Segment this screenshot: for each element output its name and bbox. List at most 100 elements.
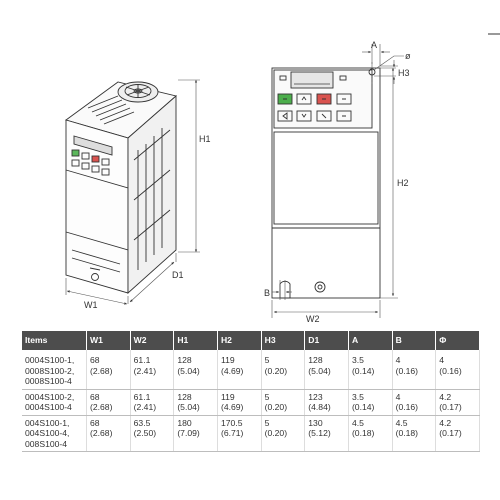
header-h2: H2 bbox=[217, 331, 262, 350]
value-mm: 180 bbox=[177, 417, 192, 428]
value-cell: 4.2(0.17) bbox=[435, 389, 480, 416]
value-cell: 5(0.20) bbox=[261, 389, 306, 416]
value-inch: (5.12) bbox=[308, 428, 331, 438]
value-inch: (0.16) bbox=[395, 365, 419, 376]
value-inch: (2.68) bbox=[90, 428, 113, 438]
value-cell: 3.5(0.14) bbox=[348, 350, 393, 390]
value-mm: 4.2 bbox=[439, 391, 452, 402]
value-cell: 61.1(2.41) bbox=[130, 350, 175, 390]
value-mm: 61.1 bbox=[133, 391, 151, 402]
value-cell: 68(2.68) bbox=[86, 389, 131, 416]
value-inch: (0.14) bbox=[351, 402, 375, 412]
table-row: 0004S100-2, 0004S100-4 68(2.68) 61.1(2.4… bbox=[22, 389, 480, 416]
value-cell: 180(7.09) bbox=[173, 415, 218, 452]
value-inch: (4.84) bbox=[308, 402, 331, 412]
value-inch: (0.16) bbox=[395, 402, 419, 412]
value-mm: 119 bbox=[220, 355, 235, 365]
inverter-front-view bbox=[271, 67, 381, 299]
value-inch: (0.20) bbox=[264, 402, 288, 412]
value-cell: 123(4.84) bbox=[304, 389, 349, 416]
value-mm: 4.5 bbox=[395, 417, 408, 428]
value-inch: (6.71) bbox=[220, 428, 244, 438]
item-model: 0008S100-4 bbox=[25, 376, 72, 386]
value-cell: 128(5.04) bbox=[304, 350, 349, 390]
value-inch: (2.41) bbox=[133, 365, 157, 376]
dim-label-w1: W1 bbox=[84, 300, 98, 310]
value-mm: 5 bbox=[264, 355, 270, 365]
value-inch: (2.41) bbox=[133, 402, 157, 412]
value-cell: 61.1(2.41) bbox=[130, 389, 175, 416]
items-cell: 004S100-1, 004S100-4, 008S100-4 bbox=[22, 415, 87, 452]
header-h1: H1 bbox=[173, 331, 218, 350]
value-inch: (0.18) bbox=[395, 428, 419, 438]
value-mm: 128 bbox=[177, 391, 192, 402]
header-w1: W1 bbox=[86, 331, 131, 350]
value-cell: 68(2.68) bbox=[86, 415, 131, 452]
value-mm: 130 bbox=[308, 417, 323, 428]
item-model: 004S100-4, bbox=[25, 428, 70, 438]
value-cell: 4(0.16) bbox=[392, 350, 437, 390]
value-inch: (0.18) bbox=[351, 428, 375, 438]
table-row: 0004S100-1, 0008S100-2, 0008S100-4 68(2.… bbox=[22, 350, 480, 390]
value-mm: 128 bbox=[308, 355, 323, 365]
value-inch: (2.68) bbox=[90, 365, 113, 376]
value-mm: 3.5 bbox=[351, 391, 364, 402]
header-a: A bbox=[348, 331, 393, 350]
value-inch: (5.04) bbox=[177, 365, 200, 376]
header-w2: W2 bbox=[130, 331, 175, 350]
value-mm: 68 bbox=[90, 355, 100, 365]
inverter-isometric-view bbox=[64, 81, 177, 295]
value-cell: 128(5.04) bbox=[173, 389, 218, 416]
items-cell: 0004S100-1, 0008S100-2, 0008S100-4 bbox=[22, 350, 87, 390]
value-mm: 4 bbox=[439, 355, 445, 365]
dimension-table: Items W1 W2 H1 H2 H3 D1 A B Φ 0004S100-1… bbox=[22, 331, 480, 452]
value-mm: 4.5 bbox=[351, 417, 364, 428]
value-cell: 3.5(0.14) bbox=[348, 389, 393, 416]
dim-label-h2: H2 bbox=[397, 178, 409, 188]
value-inch: (2.50) bbox=[133, 428, 157, 438]
front-dimensions bbox=[271, 44, 404, 318]
dim-label-b: B bbox=[264, 288, 270, 298]
value-mm: 4 bbox=[395, 355, 401, 365]
dim-label-h1: H1 bbox=[199, 134, 211, 144]
value-cell: 119(4.69) bbox=[217, 389, 262, 416]
value-inch: (0.16) bbox=[439, 365, 462, 376]
value-cell: 119(4.69) bbox=[217, 350, 262, 390]
value-cell: 4.2(0.17) bbox=[435, 415, 480, 452]
value-cell: 4(0.16) bbox=[392, 389, 437, 416]
value-cell: 63.5(2.50) bbox=[130, 415, 175, 452]
items-cell: 0004S100-2, 0004S100-4 bbox=[22, 389, 87, 416]
value-cell: 5(0.20) bbox=[261, 415, 306, 452]
value-cell: 4.5(0.18) bbox=[348, 415, 393, 452]
dim-label-d1: D1 bbox=[172, 270, 184, 280]
value-inch: (5.04) bbox=[308, 365, 331, 376]
value-cell: 68(2.68) bbox=[86, 350, 131, 390]
value-cell: 128(5.04) bbox=[173, 350, 218, 390]
value-inch: (0.17) bbox=[439, 402, 462, 412]
value-inch: (0.20) bbox=[264, 428, 288, 438]
value-cell: 130(5.12) bbox=[304, 415, 349, 452]
value-inch: (4.69) bbox=[220, 365, 244, 376]
value-mm: 170.5 bbox=[220, 417, 243, 428]
dim-label-a: A bbox=[371, 40, 377, 50]
dimension-drawing: H1 D1 W1 bbox=[64, 33, 500, 324]
value-mm: 4.2 bbox=[439, 417, 452, 428]
value-cell: 4.5(0.18) bbox=[392, 415, 437, 452]
value-mm: 123 bbox=[308, 391, 323, 402]
value-inch: (5.04) bbox=[177, 402, 200, 412]
item-model: 0004S100-2, bbox=[25, 391, 75, 402]
table-header-row: Items W1 W2 H1 H2 H3 D1 A B Φ bbox=[22, 331, 480, 350]
value-mm: 119 bbox=[220, 391, 235, 402]
value-mm: 5 bbox=[264, 391, 270, 402]
value-mm: 63.5 bbox=[133, 417, 151, 428]
value-inch: (0.17) bbox=[439, 428, 462, 438]
value-inch: (2.68) bbox=[90, 402, 113, 412]
isometric-keypad bbox=[71, 149, 110, 176]
value-mm: 3.5 bbox=[351, 355, 364, 365]
value-inch: (0.14) bbox=[351, 365, 375, 376]
isometric-dimensions bbox=[65, 79, 200, 305]
value-mm: 128 bbox=[177, 355, 192, 365]
dim-label-w2: W2 bbox=[306, 314, 320, 324]
value-inch: (7.09) bbox=[177, 428, 200, 438]
table-row: 004S100-1, 004S100-4, 008S100-4 68(2.68)… bbox=[22, 415, 480, 452]
